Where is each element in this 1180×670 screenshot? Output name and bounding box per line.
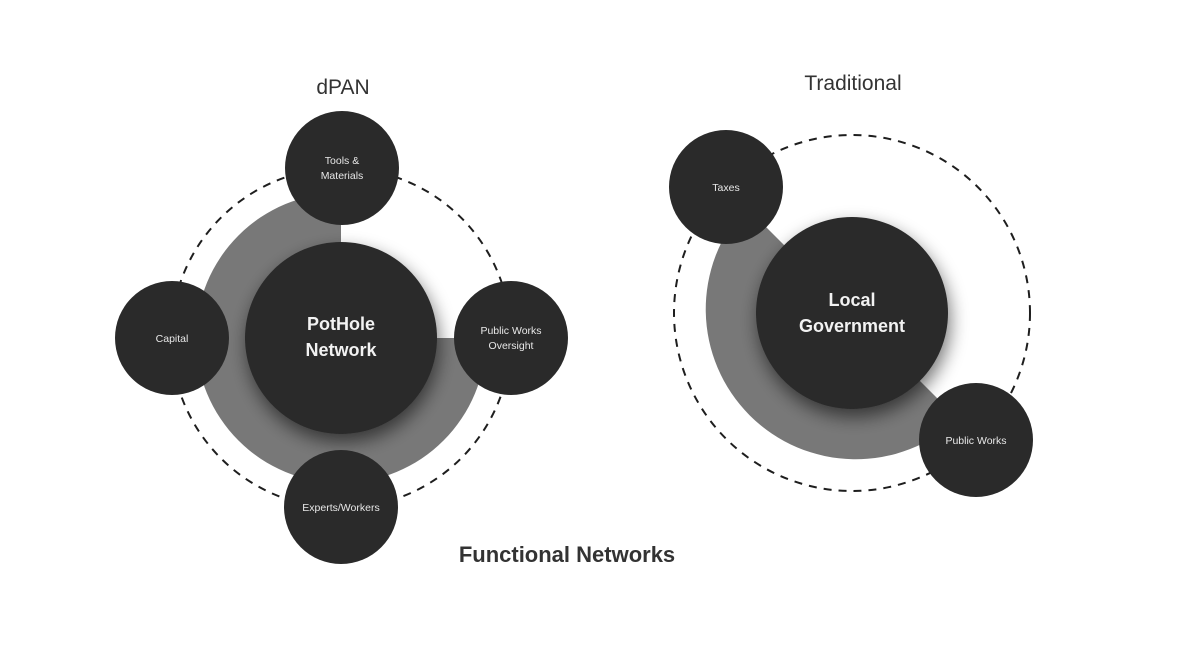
- dpan-center-label-1: PotHole: [307, 314, 375, 334]
- node-tools-materials-label-1: Tools &: [325, 155, 359, 167]
- node-taxes[interactable]: [669, 130, 783, 244]
- dpan-center-node[interactable]: [245, 242, 437, 434]
- node-capital[interactable]: [115, 281, 229, 395]
- dpan-title: dPAN: [316, 76, 369, 99]
- main-title: Functional Networks: [459, 542, 675, 567]
- traditional-center-node[interactable]: [756, 217, 948, 409]
- node-public-works-oversight-label-1: Public Works: [480, 325, 541, 337]
- node-public-works-label: Public Works: [945, 435, 1006, 447]
- node-taxes-label: Taxes: [712, 182, 739, 194]
- dpan-center-label-2: Network: [305, 340, 377, 360]
- node-public-works-oversight[interactable]: [454, 281, 568, 395]
- node-experts-workers[interactable]: [284, 450, 398, 564]
- traditional-center-label-1: Local: [828, 290, 875, 310]
- node-experts-workers-label: Experts/Workers: [302, 502, 379, 514]
- node-capital-label: Capital: [156, 333, 189, 345]
- traditional-center-label-2: Government: [799, 316, 905, 336]
- traditional-title: Traditional: [804, 72, 901, 95]
- node-tools-materials[interactable]: [285, 111, 399, 225]
- dpan-diagram: dPAN PotHole Network Tools & Materials C…: [115, 76, 568, 564]
- traditional-dashed-orbit: [673, 134, 1031, 492]
- node-tools-materials-label-2: Materials: [321, 170, 364, 182]
- node-public-works[interactable]: [919, 383, 1033, 497]
- node-public-works-oversight-label-2: Oversight: [489, 340, 534, 352]
- traditional-diagram: Traditional Local Government Taxes Publi…: [669, 72, 1033, 497]
